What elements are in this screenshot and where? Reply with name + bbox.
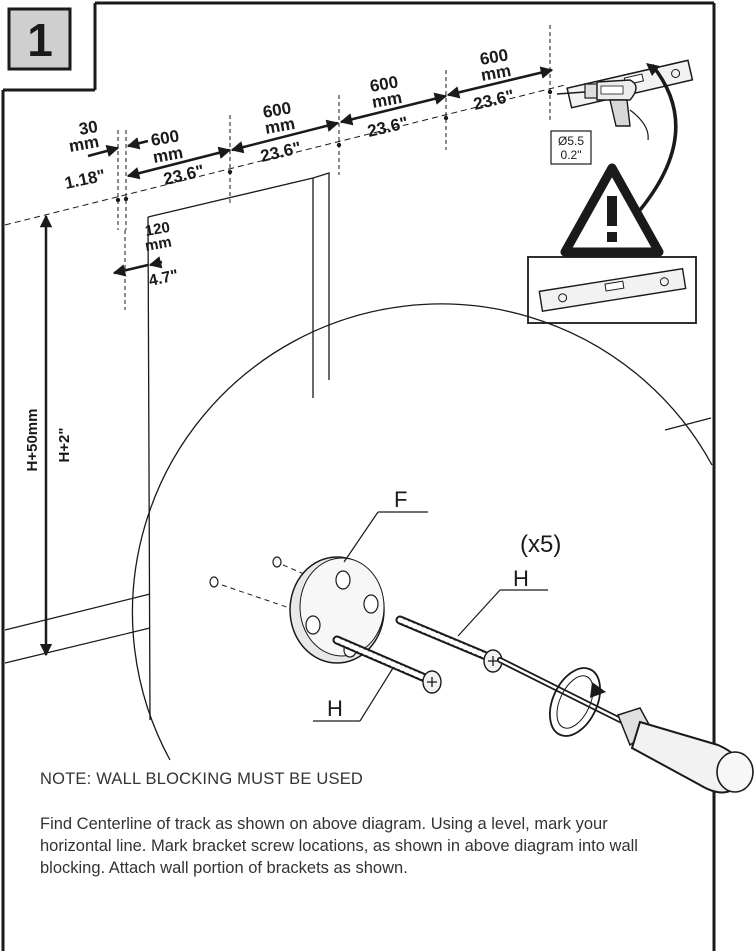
spacing-2-mm-value: 600 xyxy=(261,98,292,122)
door-offset-dimension: 120 mm 4.7" xyxy=(112,219,180,290)
drill-bit-spec: Ø5.5 0.2" xyxy=(550,130,592,165)
door-offset-mm-unit: mm xyxy=(144,234,173,255)
spacing-dimension-3: 600 mm 23.6" xyxy=(339,72,448,141)
screw-letter-upper: H xyxy=(513,566,529,591)
note-body: Find Centerline of track as shown on abo… xyxy=(40,815,638,877)
screw-label-lower: H xyxy=(313,667,394,722)
bracket-label: F xyxy=(343,487,428,563)
instruction-note: NOTE: WALL BLOCKING MUST BE USED Find Ce… xyxy=(40,770,660,879)
spacing-2-mm-unit: mm xyxy=(263,114,296,138)
height-mm: H+50mm xyxy=(24,409,41,472)
note-heading: NOTE: WALL BLOCKING MUST BE USED xyxy=(40,770,364,788)
offset-mm-unit: mm xyxy=(67,132,100,156)
screw-letter-lower: H xyxy=(327,696,343,721)
curved-arrow xyxy=(638,63,678,212)
bracket-letter: F xyxy=(394,487,407,512)
wall-holes xyxy=(209,556,282,588)
screw-lower xyxy=(332,635,442,694)
screwdriver-icon xyxy=(497,657,754,794)
drill-bit-mm: Ø5.5 xyxy=(558,134,584,148)
rotation-arrow-icon xyxy=(549,667,606,737)
page-frame xyxy=(1,1,716,951)
spacing-4-mm-value: 600 xyxy=(478,45,509,69)
spacing-3-inch: 23.6" xyxy=(366,113,410,141)
height-inch: H+2" xyxy=(56,427,73,462)
bracket xyxy=(289,556,385,664)
offset-inch: 1.18" xyxy=(63,166,107,193)
hole-guides xyxy=(221,564,331,616)
spacing-3-mm-value: 600 xyxy=(368,72,399,96)
drill-icon xyxy=(556,79,649,141)
warning-icon xyxy=(560,163,664,257)
step-number: 1 xyxy=(27,14,53,66)
screw-label-upper: H xyxy=(457,566,548,637)
wall-door xyxy=(4,172,712,721)
spacing-3-mm-unit: mm xyxy=(370,88,403,112)
offset-mm-value: 30 xyxy=(77,117,99,139)
spacing-1-mm-unit: mm xyxy=(151,143,184,167)
screw-upper xyxy=(395,615,503,673)
spacing-1-mm-value: 600 xyxy=(149,126,180,150)
door-offset-mm-value: 120 xyxy=(144,219,172,240)
spacing-4-mm-unit: mm xyxy=(479,61,512,85)
level-inset xyxy=(527,256,697,324)
spacing-dimension-2: 600 mm 23.6" xyxy=(230,98,340,166)
detail-circle xyxy=(131,303,713,761)
centerline xyxy=(4,84,566,226)
spacing-dimension-4: 600 mm 23.6" xyxy=(446,45,554,114)
step-badge: 1 xyxy=(7,7,72,71)
quantity-label: (x5) xyxy=(520,531,561,558)
spacing-dimension-1: 600 mm 23.6" xyxy=(126,126,232,189)
door-offset-inch: 4.7" xyxy=(147,267,180,290)
spacing-4-inch: 23.6" xyxy=(472,86,516,114)
height-dimension: H+50mm H+2" xyxy=(24,214,73,657)
drill-bit-inch: 0.2" xyxy=(561,148,582,162)
offset-dimension: 30 mm 1.18" xyxy=(63,117,149,193)
